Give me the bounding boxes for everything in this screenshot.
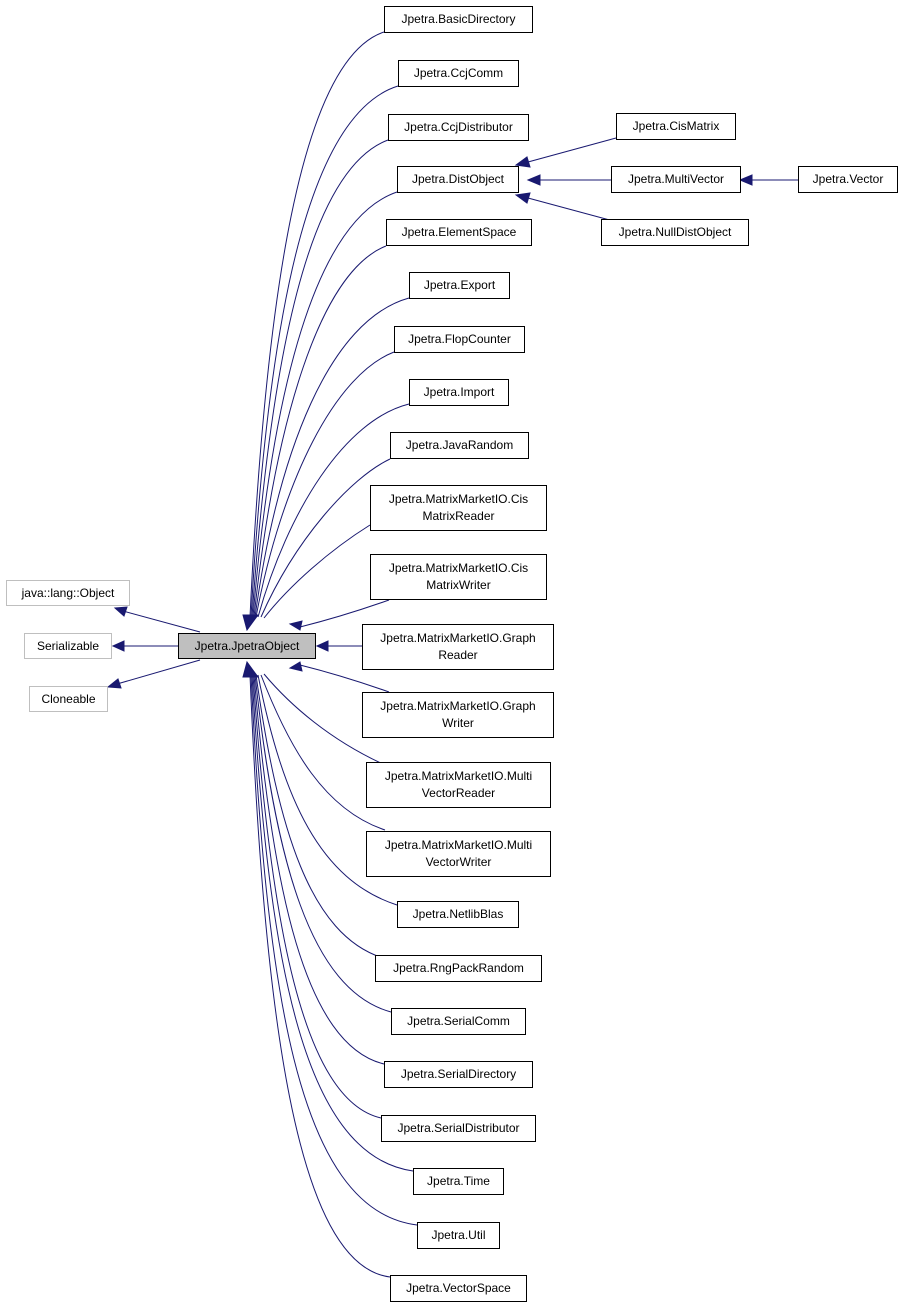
- arrowhead: [111, 640, 125, 652]
- node-multi-vector-writer[interactable]: Jpetra.MatrixMarketIO.Multi VectorWriter: [366, 831, 551, 877]
- node-time[interactable]: Jpetra.Time: [413, 1168, 504, 1195]
- edge-time: [251, 674, 414, 1172]
- node-dist-object[interactable]: Jpetra.DistObject: [397, 166, 519, 193]
- node-multi-vector-reader[interactable]: Jpetra.MatrixMarketIO.Multi VectorReader: [366, 762, 551, 808]
- edge-cis-matrix-writer: [299, 599, 390, 628]
- node-jpetra-object: Jpetra.JpetraObject: [178, 633, 316, 659]
- edge-multi-vector-reader: [263, 673, 386, 766]
- node-object: java::lang::Object: [6, 580, 130, 606]
- edge-ccj-comm: [250, 85, 399, 618]
- edge-element-space: [253, 245, 387, 618]
- edge-java-random: [260, 458, 391, 618]
- arrowhead: [315, 640, 329, 652]
- edge-null-dist-object: [527, 197, 618, 223]
- edge-ccj-distributor: [251, 139, 389, 618]
- node-serial-distributor[interactable]: Jpetra.SerialDistributor: [381, 1115, 536, 1142]
- arrowhead: [242, 660, 259, 678]
- node-multi-vector[interactable]: Jpetra.MultiVector: [611, 166, 741, 193]
- node-null-dist-object[interactable]: Jpetra.NullDistObject: [601, 219, 749, 246]
- arrowhead: [288, 620, 303, 631]
- edge-multi-vector-writer: [260, 674, 386, 831]
- edge-netlib-blas: [257, 674, 398, 906]
- node-serial-comm[interactable]: Jpetra.SerialComm: [391, 1008, 526, 1035]
- node-cloneable: Cloneable: [29, 686, 108, 712]
- node-flop-counter[interactable]: Jpetra.FlopCounter: [394, 326, 525, 353]
- arrowhead: [526, 174, 541, 186]
- node-import[interactable]: Jpetra.Import: [409, 379, 509, 406]
- node-cis-matrix[interactable]: Jpetra.CisMatrix: [616, 113, 736, 140]
- edge-basic-directory: [249, 31, 385, 618]
- edge-object: [122, 610, 201, 633]
- arrowhead: [113, 606, 128, 617]
- node-graph-reader[interactable]: Jpetra.MatrixMarketIO.Graph Reader: [362, 624, 554, 670]
- edge-rng-pack-random: [255, 674, 384, 959]
- arrowhead: [514, 156, 531, 168]
- node-vector[interactable]: Jpetra.Vector: [798, 166, 898, 193]
- edge-dist-object: [252, 191, 398, 618]
- node-util[interactable]: Jpetra.Util: [417, 1222, 500, 1249]
- arrowhead: [514, 192, 531, 204]
- edge-flop-counter: [255, 351, 395, 618]
- node-cis-matrix-reader[interactable]: Jpetra.MatrixMarketIO.Cis MatrixReader: [370, 485, 547, 531]
- node-java-random[interactable]: Jpetra.JavaRandom: [390, 432, 529, 459]
- edge-graph-writer: [299, 664, 390, 693]
- arrowhead: [242, 614, 259, 632]
- edge-serial-comm: [254, 674, 392, 1013]
- node-element-space[interactable]: Jpetra.ElementSpace: [386, 219, 532, 246]
- node-ccj-comm[interactable]: Jpetra.CcjComm: [398, 60, 519, 87]
- edge-cis-matrix: [527, 137, 617, 163]
- edge-serial-distributor: [252, 674, 382, 1119]
- arrowhead: [106, 678, 122, 689]
- edge-cloneable: [116, 659, 201, 685]
- node-cis-matrix-writer[interactable]: Jpetra.MatrixMarketIO.Cis MatrixWriter: [370, 554, 547, 600]
- node-serializable: Serializable: [24, 633, 112, 659]
- node-export[interactable]: Jpetra.Export: [409, 272, 510, 299]
- edge-util: [250, 674, 418, 1226]
- node-ccj-distributor[interactable]: Jpetra.CcjDistributor: [388, 114, 529, 141]
- node-rng-pack-random[interactable]: Jpetra.RngPackRandom: [375, 955, 542, 982]
- node-serial-directory[interactable]: Jpetra.SerialDirectory: [384, 1061, 533, 1088]
- node-vector-space[interactable]: Jpetra.VectorSpace: [390, 1275, 527, 1302]
- edge-export: [254, 297, 410, 618]
- edge-vector-space: [249, 674, 391, 1278]
- arrowhead: [288, 661, 303, 672]
- node-basic-directory[interactable]: Jpetra.BasicDirectory: [384, 6, 533, 33]
- arrowhead: [738, 174, 753, 186]
- node-netlib-blas[interactable]: Jpetra.NetlibBlas: [397, 901, 519, 928]
- edge-import: [257, 403, 410, 618]
- edge-serial-directory: [253, 674, 385, 1065]
- edge-cis-matrix-reader: [263, 524, 371, 619]
- node-graph-writer[interactable]: Jpetra.MatrixMarketIO.Graph Writer: [362, 692, 554, 738]
